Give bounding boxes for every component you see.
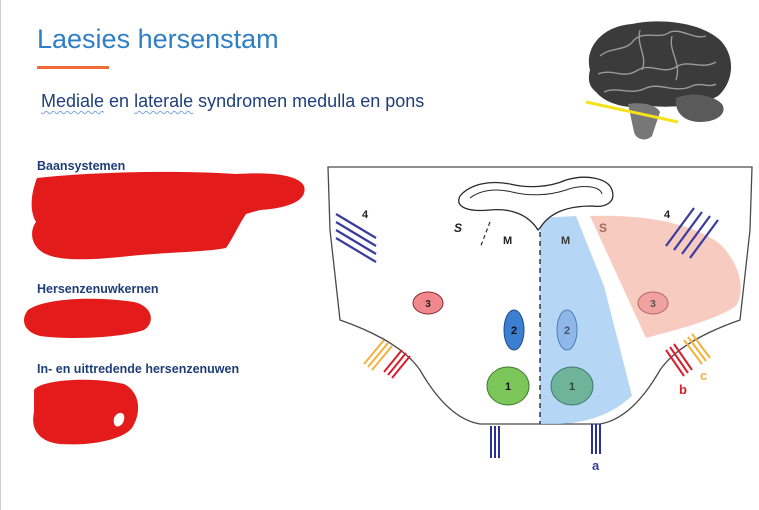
nucleus-2-right [556, 309, 578, 351]
label-s-left: S [454, 221, 462, 235]
label-nucleus-3-right: 3 [650, 299, 656, 310]
tract-4-right [665, 207, 719, 259]
slide-left-border [0, 0, 1, 510]
label-m-right: M [561, 235, 570, 247]
nerve-c-left [363, 339, 393, 371]
brain-cut-line [585, 100, 679, 124]
brainstem-cross-section: 4 4 S M M S 3 3 2 2 1 1 a b c [327, 166, 753, 473]
label-nucleus-1-right: 1 [569, 381, 575, 393]
brain-illustration [585, 21, 732, 140]
slide-subtitle: Mediale en laterale syndromen medulla en… [41, 91, 424, 112]
lateral-lesion-zone [590, 215, 741, 338]
nucleus-3-right [637, 291, 669, 315]
subtitle-connector: en [104, 91, 135, 111]
nucleus-3-left [412, 291, 444, 315]
nerve-b-left [383, 349, 411, 379]
slide-title: Laesies hersenstam [37, 24, 279, 54]
section-label-hersenzenuwkernen: Hersenzenuwkernen [37, 282, 159, 296]
nucleus-1-left [486, 366, 530, 406]
nucleus-1-right [550, 366, 594, 406]
label-m-left: M [503, 235, 512, 247]
subtitle-rest: syndromen medulla en pons [193, 91, 425, 111]
label-tract-4-left: 4 [362, 209, 369, 221]
redaction-scribbles [24, 171, 305, 445]
redaction-gap [113, 412, 125, 427]
label-nerve-c: c [700, 368, 707, 383]
nerve-a-left [490, 426, 500, 458]
ventricle-inner [469, 186, 603, 199]
nerve-b-right [665, 343, 693, 377]
label-nucleus-2-right: 2 [564, 325, 570, 337]
brain-gyri [597, 29, 717, 93]
subtitle-word-mediale: Mediale [41, 91, 105, 111]
title-accent-line [37, 66, 109, 69]
brain-stem [628, 103, 660, 140]
label-nucleus-3-left: 3 [425, 299, 431, 310]
nerve-c-right [683, 333, 711, 365]
nucleus-2-left [503, 309, 525, 351]
label-nerve-a: a [592, 458, 600, 473]
brain-cerebrum [588, 21, 732, 108]
section-label-baansystemen: Baansystemen [37, 159, 126, 173]
fourth-ventricle [458, 176, 614, 232]
brain-cerebellum [675, 94, 724, 122]
label-s-right: S [599, 221, 607, 235]
subtitle-word-laterale: laterale [134, 91, 194, 111]
label-nucleus-2-left: 2 [511, 325, 517, 337]
redaction-baansystemen [31, 171, 305, 260]
redaction-hersenzenuwkernen [24, 298, 151, 338]
label-nucleus-1-left: 1 [505, 381, 511, 393]
nerve-a-right [591, 424, 601, 454]
boundary-left-s-m [479, 221, 491, 249]
tract-4-left [335, 213, 377, 263]
redaction-zenuwen [33, 379, 139, 445]
section-label-zenuwen: In- en uittredende hersenzenuwen [37, 362, 240, 376]
label-tract-4-right: 4 [664, 209, 671, 221]
label-nerve-b: b [679, 382, 687, 397]
